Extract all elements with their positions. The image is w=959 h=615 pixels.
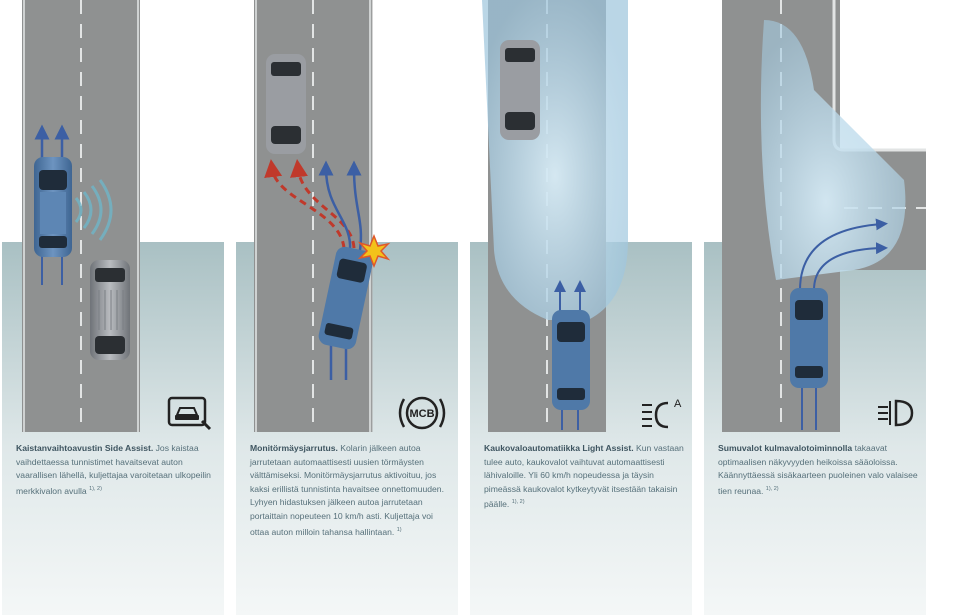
fog-light-icon xyxy=(878,399,914,427)
caption-mcb: Monitörmäysjarrutus. Kolarin jälkeen aut… xyxy=(250,442,450,539)
panel-text: Kun vastaan tulee auto, kaukovalot vaiht… xyxy=(484,443,684,510)
fog-light-scene xyxy=(704,0,926,615)
blue-car xyxy=(318,246,374,350)
blue-car xyxy=(790,288,828,388)
silver-car xyxy=(90,260,130,360)
panel-text: Jos kaistaa vaihdettaessa tunnistimet ha… xyxy=(16,443,211,496)
light-assist-icon: A xyxy=(642,398,682,429)
direction-arrows xyxy=(318,160,363,380)
panel-light-assist: A Kaukovaloautomatiikka Light Assist. Ku… xyxy=(470,0,692,615)
oncoming-car xyxy=(500,40,540,140)
panel-title: Monitörmäysjarrutus. xyxy=(250,443,338,453)
collision-star xyxy=(357,233,391,269)
panel-title: Sumuvalot kulmavalotoiminnolla xyxy=(718,443,853,453)
cornering-beam xyxy=(760,20,906,280)
footnote: 1) xyxy=(396,526,402,533)
panel-title: Kaistanvaihtoavustin Side Assist. xyxy=(16,443,154,453)
blue-car xyxy=(34,157,72,257)
footnote: 1), 2) xyxy=(511,499,525,506)
caption-light-assist: Kaukovaloautomatiikka Light Assist. Kun … xyxy=(484,442,684,512)
mcb-icon: MCB xyxy=(398,396,446,430)
light-assist-scene xyxy=(470,0,692,615)
sensor-waves xyxy=(74,179,113,241)
panel-title: Kaukovaloautomatiikka Light Assist. xyxy=(484,443,634,453)
mcb-icon-label: MCB xyxy=(409,408,434,420)
direction-arrows xyxy=(799,218,888,430)
panel-fog-light: Sumuvalot kulmavalotoiminnolla takaavat … xyxy=(704,0,926,615)
silver-car xyxy=(266,54,306,154)
footnote: 1), 2) xyxy=(89,485,102,492)
caption-side-assist: Kaistanvaihtoavustin Side Assist. Jos ka… xyxy=(16,442,216,498)
panel-side-assist: Kaistanvaihtoavustin Side Assist. Jos ka… xyxy=(2,0,224,615)
light-assist-icon-label: A xyxy=(674,398,682,410)
panel-multi-collision-brake: MCB Monitörmäysjarrutus. Kolarin jälkeen… xyxy=(236,0,458,615)
panel-text: takaavat optimaalisen näkyvyyden heikois… xyxy=(718,443,918,496)
footnote: 1), 2) xyxy=(765,485,779,492)
caption-fog-light: Sumuvalot kulmavalotoiminnolla takaavat … xyxy=(718,442,918,498)
side-assist-car-icon xyxy=(167,396,212,431)
panel-text: Kolarin jälkeen autoa jarrutetaan automa… xyxy=(250,443,444,537)
blue-car xyxy=(552,310,590,410)
side-assist-scene xyxy=(2,0,224,615)
braking-path-dashed xyxy=(264,159,356,249)
